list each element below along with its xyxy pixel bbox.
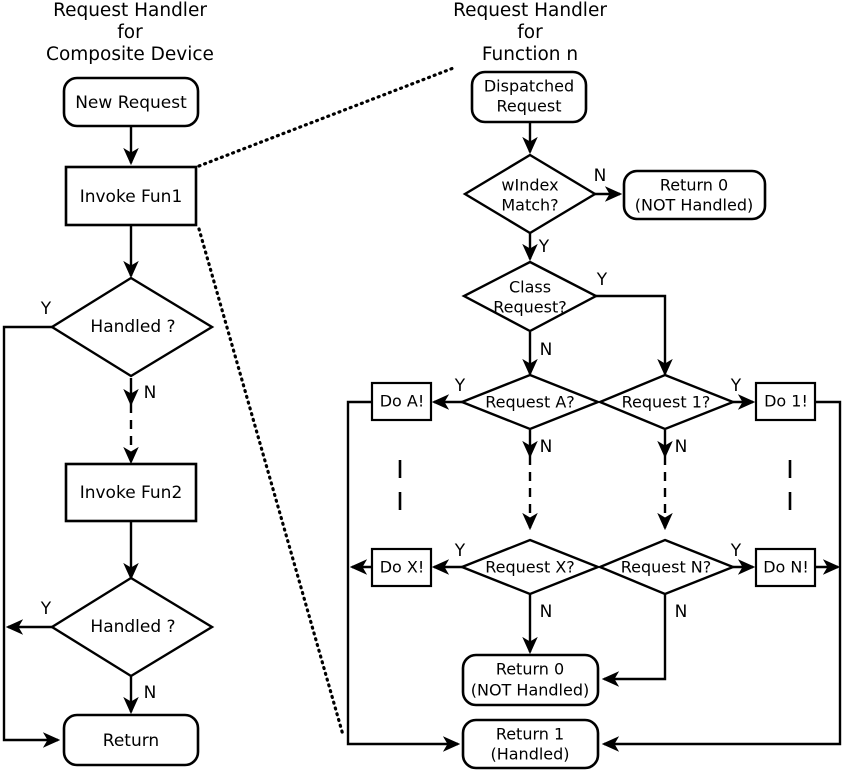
handled1-shape [49, 276, 215, 378]
new-request-label: New Request [75, 93, 187, 113]
windex-match-label-line2: Match? [501, 196, 558, 215]
node-do-a[interactable]: Do A! [370, 381, 433, 422]
request-x-no-label: N [540, 602, 553, 622]
node-return[interactable]: Return [62, 713, 200, 767]
return0-top-shape [622, 169, 767, 221]
node-handled-1[interactable]: Handled ? [49, 276, 215, 378]
request-n-shape [596, 538, 737, 596]
dispatched-request-label-line2: Request [497, 97, 562, 116]
node-class-request[interactable]: Class Request? [461, 260, 599, 333]
return0-bottom-label-line2: (NOT Handled) [471, 681, 589, 700]
node-request-n[interactable]: Request N? [596, 538, 737, 596]
request-a-no-label: N [540, 437, 553, 457]
left-title-line3: Composite Device [46, 44, 214, 65]
left-flow-connectors [2, 126, 139, 748]
node-return0-bottom[interactable]: Return 0 (NOT Handled) [461, 653, 600, 707]
class-request-shape [461, 260, 599, 333]
do-1-label: Do 1! [764, 392, 808, 411]
class-yes-label: Y [596, 270, 608, 290]
windex-yes-label: Y [538, 237, 550, 257]
node-request-a[interactable]: Request A? [458, 373, 602, 431]
class-request-label-line2: Request? [493, 298, 566, 317]
class-request-label-line1: Class [509, 278, 551, 297]
invoke-fun2-shape [64, 462, 198, 523]
edge-handled1-yes-to-return [2, 325, 61, 748]
node-do-x[interactable]: Do X! [370, 547, 433, 588]
request-a-yes-label: Y [454, 376, 466, 396]
handled1-no-label: N [144, 383, 157, 403]
right-title-line1: Request Handler [453, 0, 607, 21]
node-return1[interactable]: Return 1 (Handled) [461, 718, 600, 770]
do-x-label: Do X! [380, 558, 425, 577]
request-n-no-label: N [675, 602, 688, 622]
handled1-label: Handled ? [90, 317, 175, 337]
invoke-fun2-label: Invoke Fun2 [80, 483, 183, 503]
left-panel-title: Request Handler for Composite Device [46, 0, 214, 65]
request-1-yes-label: Y [730, 376, 742, 396]
do-a-label: Do A! [380, 392, 425, 411]
handled2-yes-label: Y [40, 599, 52, 619]
handled2-no-label: N [144, 683, 157, 703]
request-x-shape [458, 538, 602, 596]
node-dispatched-request[interactable]: Dispatched Request [470, 70, 588, 124]
return0-top-label-line2: (NOT Handled) [635, 196, 753, 215]
node-invoke-fun1[interactable]: Invoke Fun1 [64, 165, 198, 227]
do-n-label: Do N! [763, 558, 809, 577]
windex-no-label: N [594, 166, 607, 186]
node-return0-top[interactable]: Return 0 (NOT Handled) [622, 169, 767, 221]
do-a-shape [370, 381, 433, 422]
callout-line-bottom [197, 227, 345, 737]
right-flow-connectors [346, 121, 842, 752]
dispatched-request-shape [470, 70, 588, 124]
return0-top-label-line1: Return 0 [660, 176, 728, 195]
request-x-yes-label: Y [454, 541, 466, 561]
handled2-label: Handled ? [90, 617, 175, 637]
left-title-line1: Request Handler [53, 0, 207, 21]
handled1-yes-label: Y [40, 299, 52, 319]
do-x-shape [370, 547, 433, 588]
return1-label-line1: Return 1 [496, 725, 564, 744]
handled2-shape [49, 576, 215, 678]
request-1-no-label: N [675, 437, 688, 457]
return0-bottom-label-line1: Return 0 [496, 660, 564, 679]
node-do-n[interactable]: Do N! [754, 547, 817, 588]
invoke-fun1-shape [64, 165, 198, 227]
node-do-1[interactable]: Do 1! [754, 381, 817, 422]
edge-left-actions-to-return1 [346, 400, 461, 752]
do-1-shape [754, 381, 817, 422]
node-invoke-fun2[interactable]: Invoke Fun2 [64, 462, 198, 523]
right-title-line2: for [517, 22, 543, 43]
request-n-label: Request N? [621, 558, 712, 577]
node-windex-match[interactable]: wIndex Match? [462, 153, 598, 235]
do-n-shape [754, 547, 817, 588]
return1-label-line2: (Handled) [490, 745, 569, 764]
dispatched-request-label-line1: Dispatched [484, 77, 574, 96]
class-no-label: N [540, 340, 553, 360]
node-handled-2[interactable]: Handled ? [49, 576, 215, 678]
return0-bottom-shape [461, 653, 600, 707]
new-request-shape [62, 76, 200, 128]
windex-match-shape [462, 153, 598, 235]
right-title-line3: Function n [482, 44, 578, 65]
expansion-callout-lines [197, 65, 458, 737]
invoke-fun1-label: Invoke Fun1 [80, 187, 183, 207]
node-request-x[interactable]: Request X? [458, 538, 602, 596]
left-title-line2: for [117, 22, 143, 43]
edge-class-yes-to-request1 [596, 294, 673, 377]
request-1-shape [596, 373, 737, 431]
node-new-request[interactable]: New Request [62, 76, 200, 128]
request-a-shape [458, 373, 602, 431]
request-x-label: Request X? [485, 558, 575, 577]
return-shape [62, 713, 200, 767]
return1-shape [461, 718, 600, 770]
right-panel-title: Request Handler for Function n [453, 0, 607, 65]
node-request-1[interactable]: Request 1? [596, 373, 737, 431]
windex-match-label-line1: wIndex [501, 176, 558, 195]
edge-requestn-no-to-return0 [601, 594, 667, 687]
return-label: Return [103, 731, 159, 751]
request-a-label: Request A? [485, 393, 575, 412]
callout-line-top [197, 65, 458, 168]
request-1-label: Request 1? [622, 393, 711, 412]
request-n-yes-label: Y [730, 541, 742, 561]
